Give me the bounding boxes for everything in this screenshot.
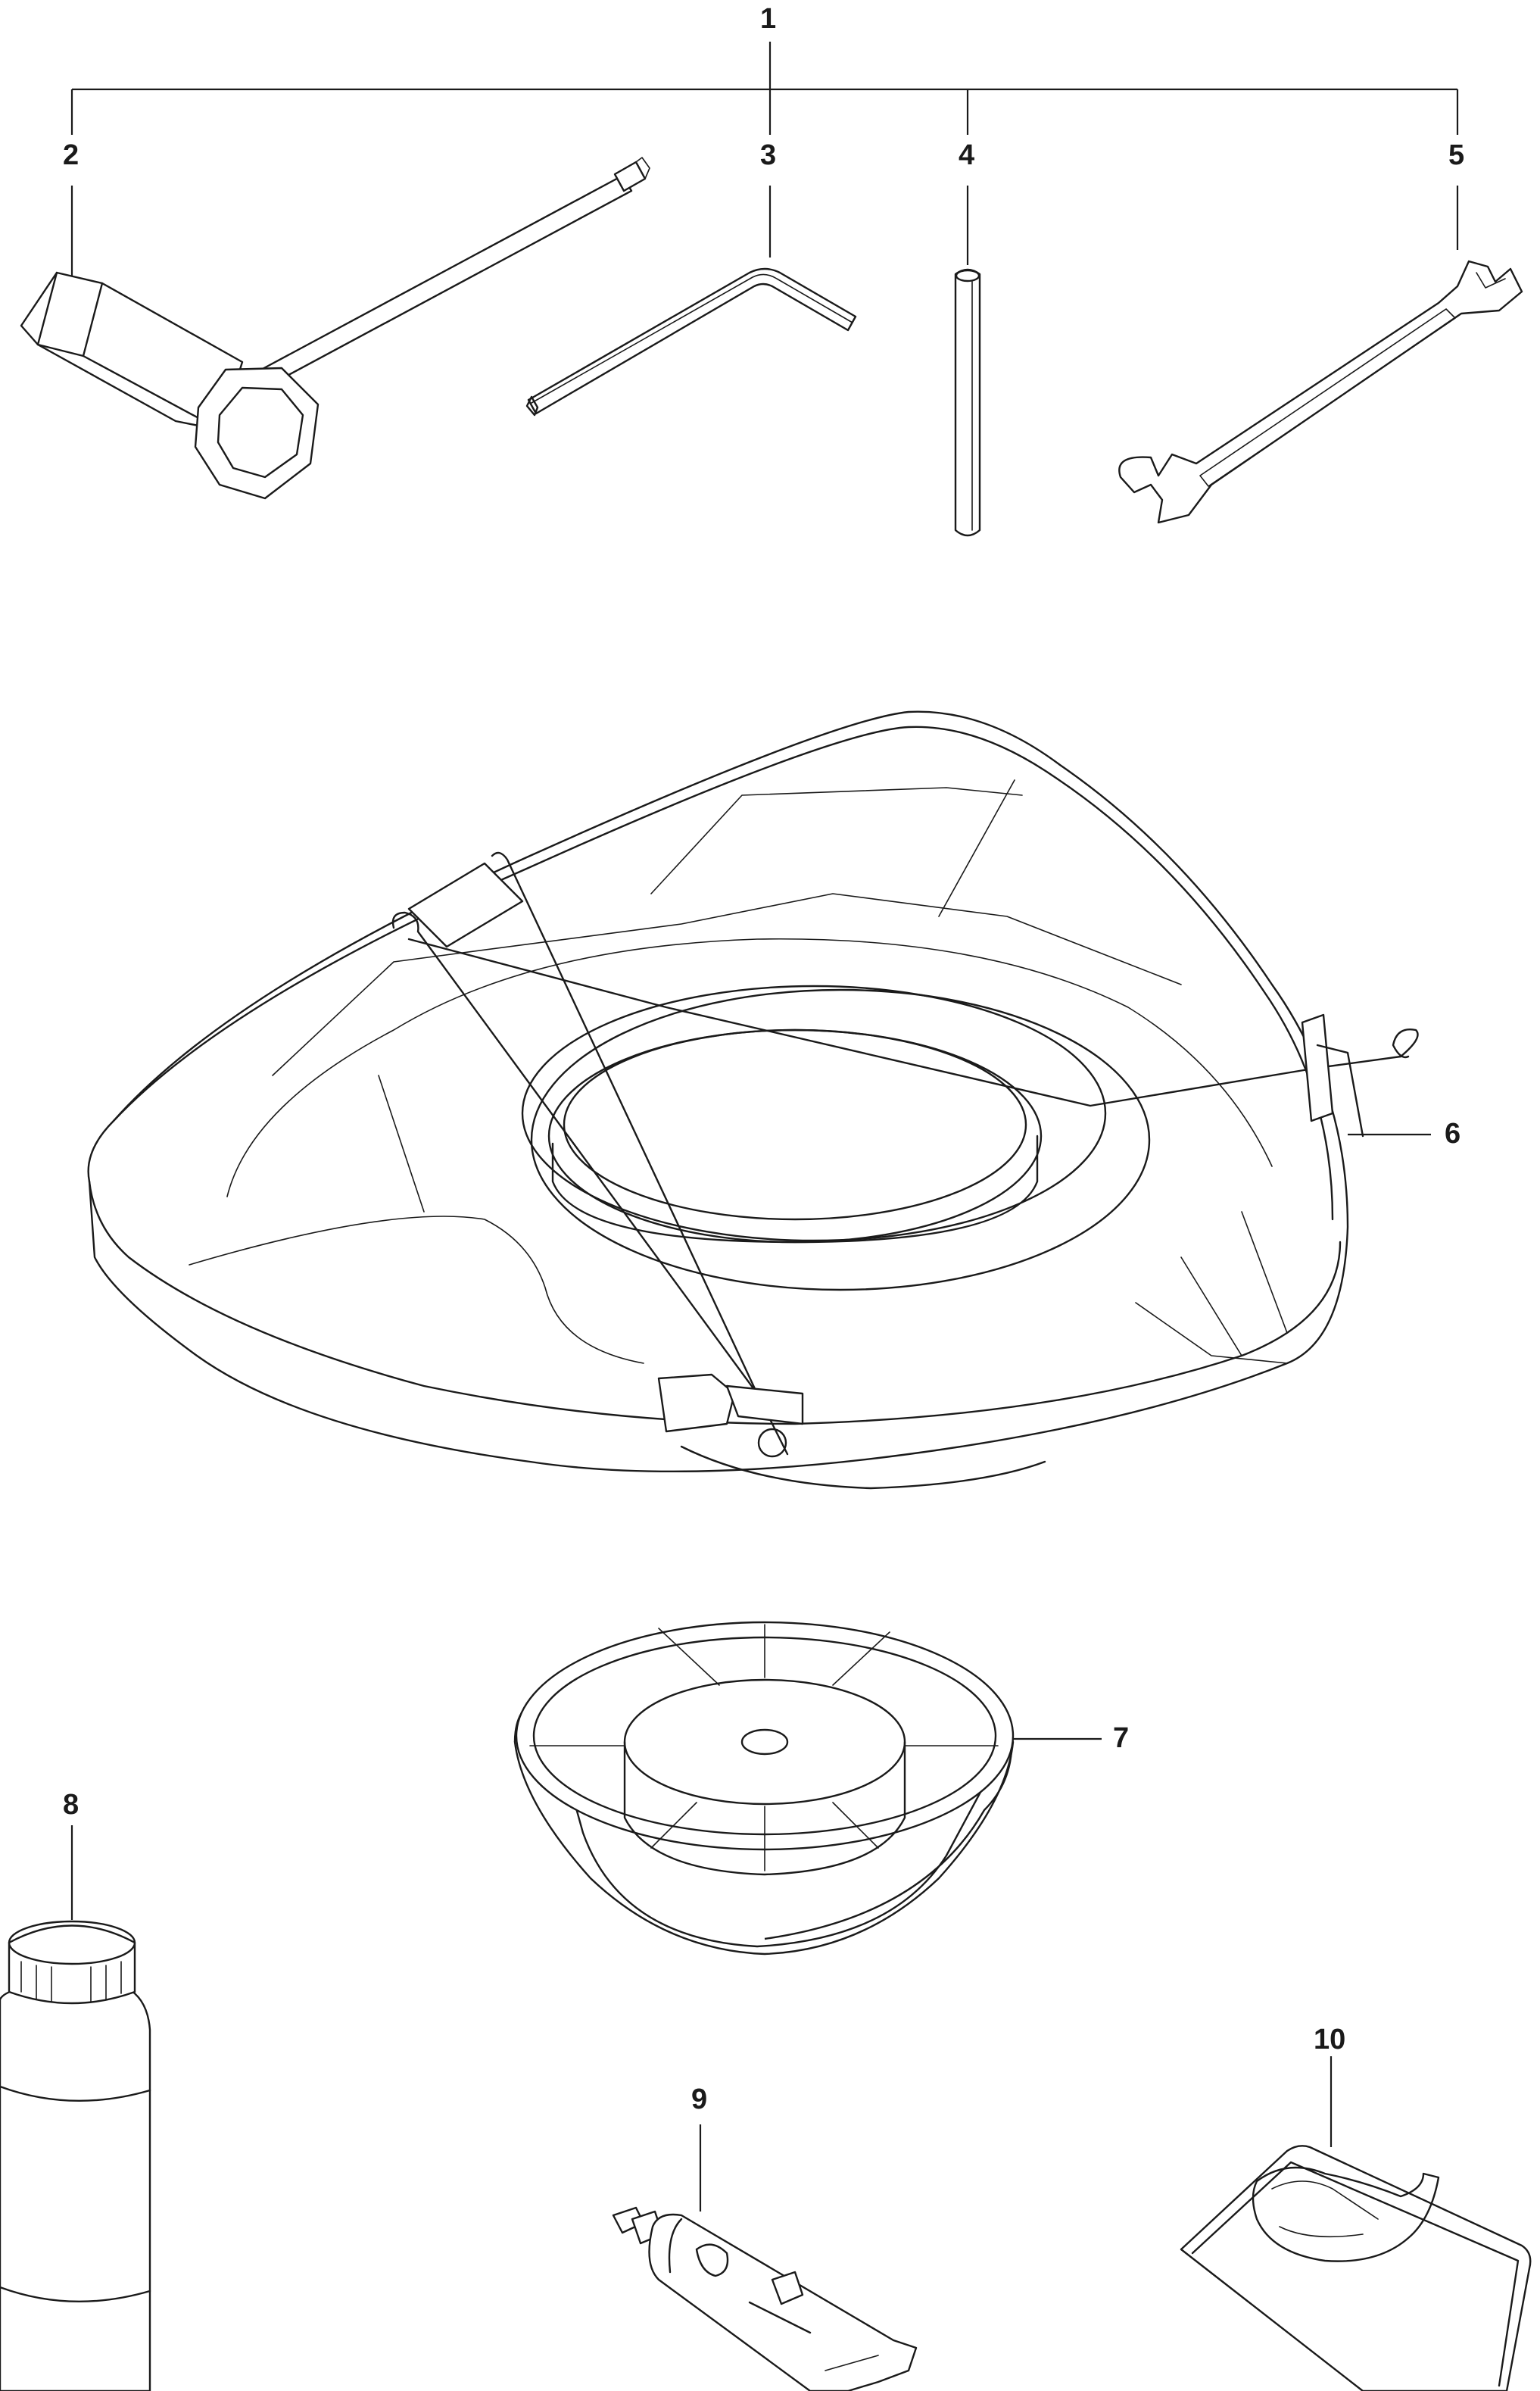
pin-icon [954,186,981,537]
kit-bracket [70,42,1459,135]
hex-key-icon [525,186,857,417]
open-end-wrench-icon [1118,186,1523,524]
callout-10: 10 [1314,2024,1346,2055]
cup-cover-icon [513,1621,1102,1956]
callout-1: 1 [760,3,777,35]
callout-6: 6 [1445,1118,1461,1150]
callout-5: 5 [1448,139,1465,171]
grease-tube-icon [612,2124,918,2391]
callout-4: 4 [959,139,975,171]
blade-guard-icon [87,710,1431,1490]
callout-8: 8 [63,1789,79,1821]
box-spanner-icon [20,157,650,500]
callout-2: 2 [63,139,79,171]
callout-3: 3 [760,139,777,171]
callout-9: 9 [691,2084,708,2115]
oil-bottle-icon [0,1825,151,2391]
callout-7: 7 [1113,1722,1130,1754]
harness-bag-icon [1180,2056,1532,2391]
